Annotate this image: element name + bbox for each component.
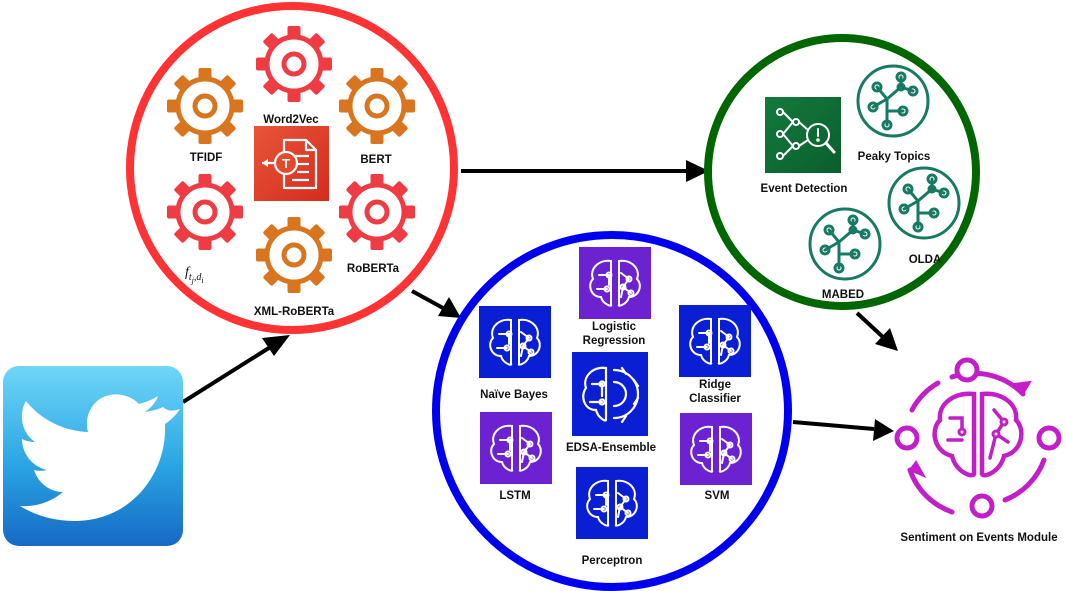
- event-detection-icon: [765, 97, 841, 173]
- twitter-bird-icon: [20, 394, 180, 521]
- arrow-classifiers-to-module: [792, 420, 875, 431]
- formula-sep: ,: [194, 272, 197, 283]
- classifier-label-naive-bayes: Naïve Bayes: [480, 389, 548, 401]
- embedding-label-word2vec: Word2Vec: [263, 114, 319, 126]
- formula-sub-j: j: [191, 276, 195, 285]
- embedding-label-bert: BERT: [360, 154, 391, 166]
- classifier-label-edsa-ensemble: EDSA-Ensemble: [566, 442, 656, 454]
- svg-text:T: T: [282, 156, 290, 171]
- event-label-olda: OLDA: [909, 254, 942, 266]
- brain-cycle-icon: [894, 357, 1062, 519]
- term-frequency-formula: ftj,di: [185, 265, 204, 285]
- classifier-tile-lstm: [480, 412, 552, 484]
- classifier-tile-svm: [680, 413, 752, 485]
- connector-arrows: [181, 160, 898, 441]
- embedding-label-xml-roberta: XML-RoBERTa: [254, 306, 335, 318]
- classifier-label-lstm: LSTM: [499, 490, 530, 502]
- formula-base: f: [185, 265, 191, 280]
- embeddings-group: T Word2Vec TFIDF BERT RoBERTa XML-RoBERT…: [126, 2, 458, 334]
- arrow-head: [262, 335, 290, 356]
- event-label-event-detection: Event Detection: [761, 183, 848, 195]
- event-label-peaky-topics: Peaky Topics: [858, 151, 931, 163]
- arrow-embeddings-to-classifiers: [411, 289, 444, 310]
- classifier-tile-logistic-regression: [579, 247, 651, 319]
- module-label: Sentiment on Events Module: [900, 532, 1057, 544]
- document-processing-icon: T: [254, 126, 329, 201]
- formula-sub-d: d: [196, 272, 202, 283]
- twitter-source: [3, 366, 183, 546]
- classifier-label-svm: SVM: [705, 490, 730, 502]
- classifier-label-logistic: Logistic: [592, 321, 637, 333]
- arrow-twitter-to-embeddings: [181, 344, 274, 404]
- arrow-head: [438, 297, 461, 318]
- classifier-tile-naive-bayes: [479, 306, 551, 378]
- embedding-label-tfidf: TFIDF: [190, 152, 223, 164]
- brain-gear-icon: [582, 366, 640, 424]
- classifier-label-classifier: Classifier: [689, 393, 741, 405]
- classifier-tile-edsa-ensemble: [572, 352, 648, 436]
- events-group: Event Detection Peaky Topics OLDA MABED: [704, 34, 980, 310]
- formula-sub-t: t: [189, 272, 192, 283]
- classifier-tile-perceptron: [576, 467, 648, 539]
- classifier-label-regression: Regression: [583, 335, 646, 347]
- embedding-label-roberta: RoBERTa: [347, 263, 400, 275]
- arrow-head: [873, 419, 894, 441]
- arrow-head: [875, 328, 898, 351]
- sentiment-module: Sentiment on Events Module: [894, 357, 1062, 544]
- classifier-label-perceptron: Perceptron: [582, 555, 643, 567]
- classifiers-group: Logistic Regression Naïve Bayes Ridge Cl…: [432, 231, 792, 591]
- formula-sub-i: i: [201, 276, 203, 285]
- arrow-events-to-module: [855, 311, 886, 340]
- classifier-label-ridge: Ridge: [699, 379, 731, 391]
- classifier-tile-ridge-classifier: [679, 305, 751, 377]
- event-label-mabed: MABED: [822, 289, 864, 301]
- arrow-head: [686, 160, 709, 182]
